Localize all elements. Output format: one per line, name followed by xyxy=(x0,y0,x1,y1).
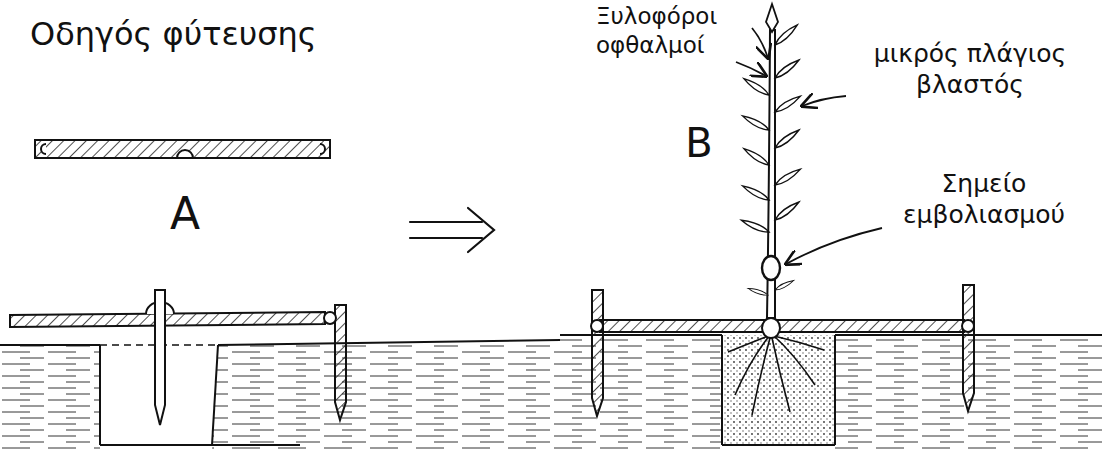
roots xyxy=(728,335,824,415)
part-letter: A xyxy=(160,186,210,241)
part-label: Σημείο εμβολιασμού xyxy=(884,168,1084,231)
leader-arrows xyxy=(736,28,882,264)
planting-guide-board xyxy=(35,140,330,158)
part-letter: B xyxy=(676,118,722,168)
part-label: μικρός πλάγιος βλαστός xyxy=(850,38,1090,101)
guide-on-stakes-right xyxy=(591,285,974,416)
part-label: Ξυλοφόροι οφθαλμοί xyxy=(596,2,760,60)
implication-arrow xyxy=(410,208,494,252)
grafted-tree xyxy=(728,4,824,415)
figure-heading: Οδηγός φύτευσης xyxy=(30,14,360,54)
soil-right xyxy=(560,335,1102,450)
soil-left xyxy=(0,340,560,450)
leaves xyxy=(740,23,802,297)
guide-on-stakes-left xyxy=(10,290,346,425)
